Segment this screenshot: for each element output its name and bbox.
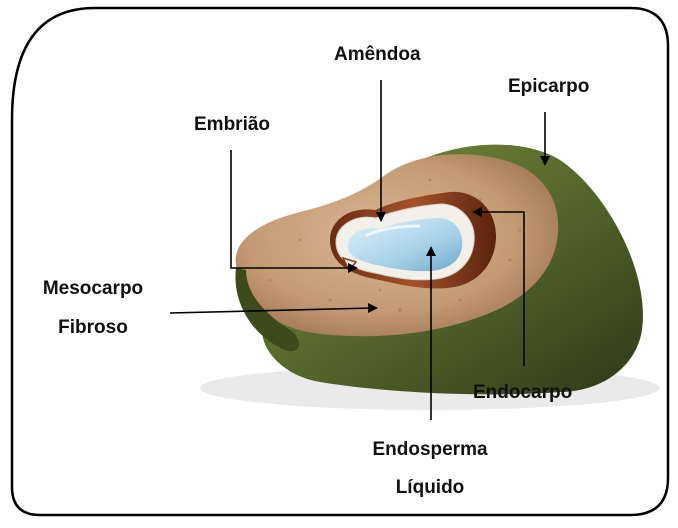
label-amendoa: Amêndoa — [334, 44, 421, 66]
label-embriao: Embrião — [194, 114, 270, 136]
label-epicarpo: Epicarpo — [508, 76, 589, 98]
label-mesocarpo-line2: Fibroso — [22, 317, 164, 339]
label-endosperma-line1: Endosperma — [360, 439, 500, 461]
label-mesocarpo-line1: Mesocarpo — [22, 278, 164, 300]
label-endocarpo: Endocarpo — [473, 382, 572, 404]
label-endosperma-line2: Líquido — [360, 477, 500, 499]
